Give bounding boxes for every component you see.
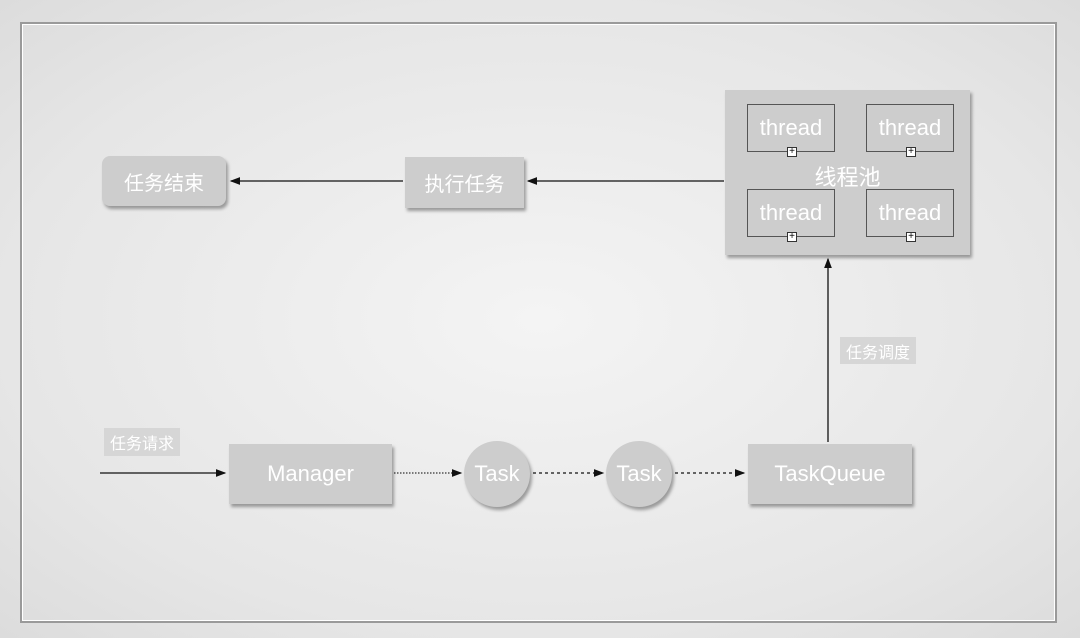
- thread-box: thread +: [747, 189, 835, 242]
- manager-node: Manager: [229, 444, 392, 504]
- task-queue-node: TaskQueue: [748, 444, 912, 504]
- task-node: Task: [606, 441, 672, 507]
- expand-icon[interactable]: +: [906, 232, 916, 242]
- task-label: Task: [616, 461, 662, 486]
- thread-box: thread +: [866, 104, 954, 157]
- task-dispatch-label: 任务调度: [840, 337, 916, 364]
- task-queue-label: TaskQueue: [774, 461, 886, 486]
- expand-icon[interactable]: +: [787, 232, 797, 242]
- thread-box: thread +: [747, 104, 835, 157]
- execute-task-node: 执行任务: [405, 157, 524, 208]
- expand-icon[interactable]: +: [787, 147, 797, 157]
- manager-label: Manager: [267, 461, 354, 486]
- expand-icon[interactable]: +: [906, 147, 916, 157]
- task-end-label: 任务结束: [124, 172, 204, 195]
- thread-label: thread: [759, 200, 823, 225]
- thread-box: thread +: [866, 189, 954, 242]
- task-label: Task: [474, 461, 520, 486]
- diagram-frame: [20, 22, 1057, 623]
- thread-label: thread: [878, 115, 942, 140]
- task-request-label: 任务请求: [104, 428, 180, 456]
- thread-label: thread: [878, 200, 942, 225]
- thread-pool-label: 线程池: [814, 165, 881, 190]
- thread-pool-node: 线程池 thread + thread + thread + thread +: [725, 90, 970, 255]
- task-end-node: 任务结束: [102, 156, 226, 206]
- execute-task-label: 执行任务: [424, 174, 505, 196]
- thread-label: thread: [759, 115, 823, 140]
- task-node: Task: [464, 441, 530, 507]
